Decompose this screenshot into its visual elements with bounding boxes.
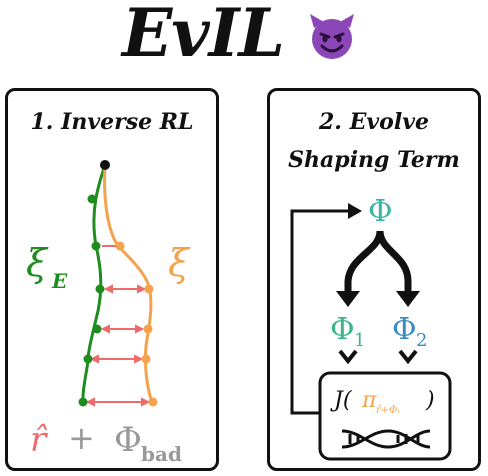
objective-pi: π: [361, 388, 377, 413]
distance-arrows: [85, 245, 151, 407]
panel2-heading-line2: Shaping Term: [288, 147, 460, 173]
expert-nodes: [78, 194, 105, 407]
expert-subscript: E: [51, 269, 68, 293]
trajectory-diagram: ξ E ξ r̂ + Φ bad: [26, 160, 191, 466]
devil-emoji-icon: [310, 14, 354, 59]
phi2-down-arrow: [398, 349, 418, 365]
objective-J: J(: [330, 388, 352, 413]
expert-label: ξ: [26, 241, 49, 285]
title-area: EvIL: [0, 0, 488, 76]
evolve-panel: 2. Evolve Shaping Term Φ Φ 1 Φ 2 J( π r̂…: [267, 88, 481, 471]
agent-nodes: [115, 241, 158, 407]
plus-label: +: [68, 419, 95, 457]
objective-close: ): [425, 388, 435, 413]
loop-arrow: [290, 209, 350, 415]
phi-label: Φ: [368, 194, 393, 229]
agent-label: ξ: [168, 241, 191, 285]
page-title: EvIL: [122, 0, 285, 72]
potential-subscript: bad: [141, 442, 182, 466]
phi2-label: Φ: [392, 312, 417, 347]
phi1-label: Φ: [330, 312, 355, 347]
potential-label: Φ: [114, 420, 142, 460]
dna-icon: [341, 429, 431, 449]
reward-label: r̂: [30, 420, 48, 460]
panel1-heading: 1. Inverse RL: [30, 109, 194, 135]
objective-subscript: r̂+Φᵢ: [376, 405, 399, 416]
start-node: [100, 160, 110, 170]
fork-arrows: [344, 230, 412, 291]
phi1-down-arrow: [338, 349, 358, 365]
loop-arrowhead: [348, 203, 362, 219]
phi1-subscript: 1: [354, 330, 365, 351]
expert-trajectory-line: [81, 164, 107, 407]
evolution-diagram: Φ Φ 1 Φ 2 J( π r̂+Φᵢ ): [290, 194, 452, 461]
panel2-heading-line1: 2. Evolve: [319, 109, 429, 135]
phi2-subscript: 2: [416, 330, 427, 351]
inverse-rl-panel: 1. Inverse RL: [5, 88, 219, 471]
